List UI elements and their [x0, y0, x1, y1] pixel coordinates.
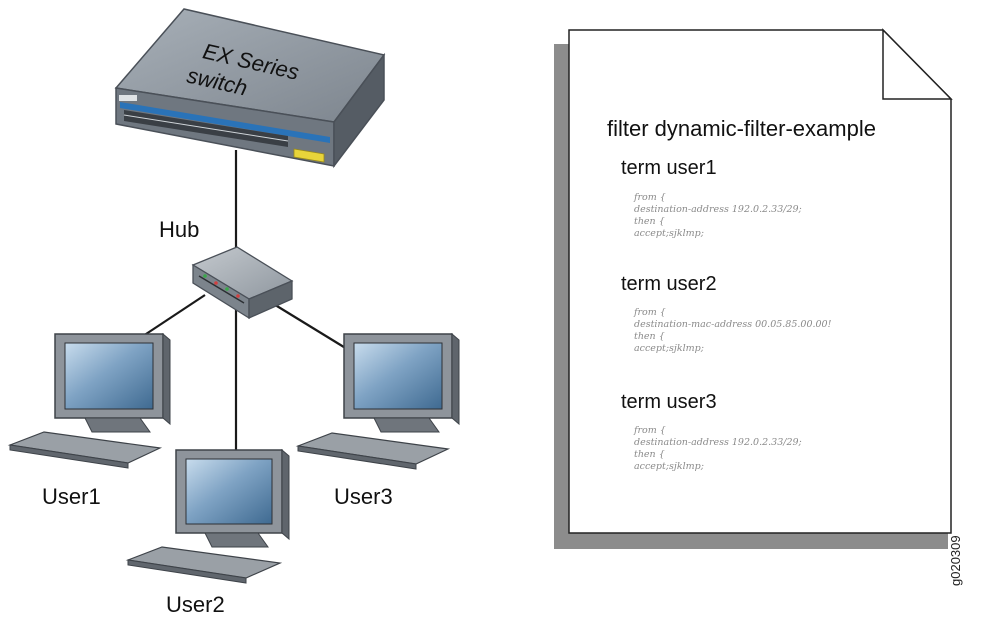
code-line: then { — [634, 449, 665, 460]
switch-icon — [114, 8, 386, 169]
code-line: from { — [634, 425, 666, 436]
term-user3-code: from { destination-address 192.0.2.33/29… — [634, 425, 802, 473]
code-line: accept;sjklmp; — [634, 461, 704, 472]
cable-hub-user3 — [271, 302, 353, 353]
user1-label: User1 — [42, 484, 101, 509]
cables — [139, 150, 353, 452]
filter-title: filter dynamic-filter-example — [607, 116, 876, 141]
code-line: destination-address 192.0.2.33/29; — [634, 437, 802, 448]
term-user2-code: from { destination-mac-address 00.05.85.… — [634, 307, 831, 355]
code-line: then { — [634, 331, 665, 342]
cable-hub-user1 — [139, 294, 206, 339]
term-user1-heading: term user1 — [621, 157, 717, 179]
hub-label: Hub — [159, 217, 200, 242]
user3-computer-icon — [295, 332, 460, 470]
code-line: destination-mac-address 00.05.85.00.00! — [634, 319, 832, 330]
code-line: accept;sjklmp; — [634, 228, 704, 239]
term-user2-heading: term user2 — [621, 273, 717, 295]
user3-label: User3 — [334, 484, 393, 509]
code-line: then { — [634, 216, 665, 227]
hub-icon — [191, 246, 294, 320]
term-user3-heading: term user3 — [621, 391, 717, 413]
code-line: from { — [634, 307, 666, 318]
figure-id: g020309 — [948, 535, 963, 586]
code-line: from { — [634, 192, 666, 203]
code-line: accept;sjklmp; — [634, 343, 704, 354]
term-user1-code: from { destination-address 192.0.2.33/29… — [634, 192, 802, 240]
user2-label: User2 — [166, 592, 225, 617]
user2-computer-icon — [125, 448, 290, 584]
user1-computer-icon — [7, 332, 171, 469]
code-line: destination-address 192.0.2.33/29; — [634, 204, 802, 215]
policy-document — [554, 28, 953, 549]
